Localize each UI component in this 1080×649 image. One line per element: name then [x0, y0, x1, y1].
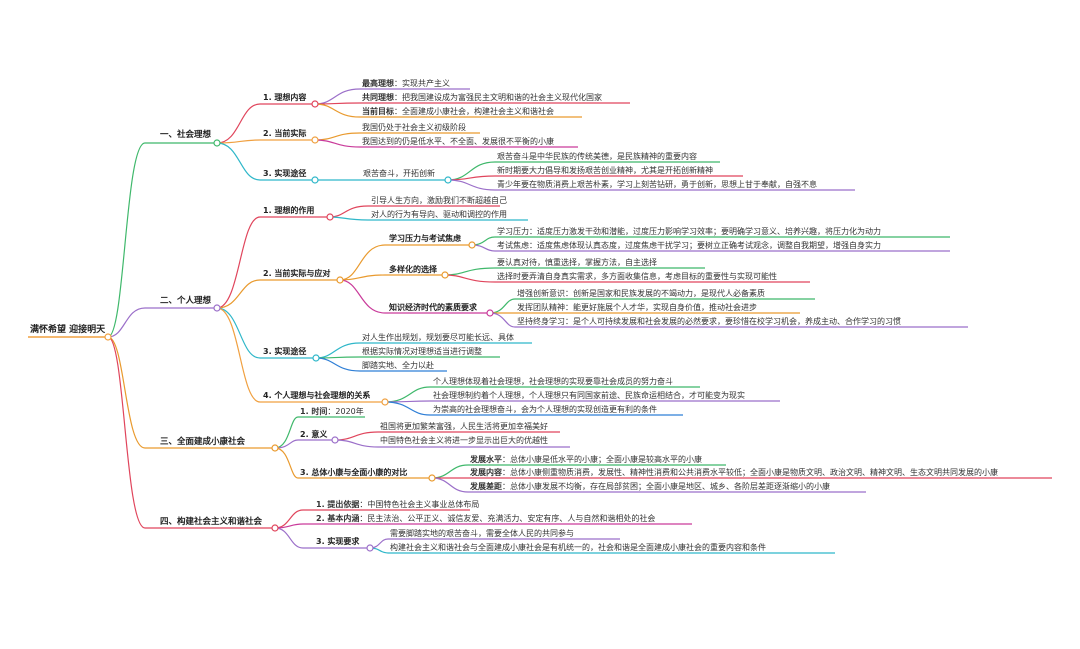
branch-harmonious-society[interactable]: 四、构建社会主义和谐社会: [160, 517, 263, 527]
leaf-text: 需要脚踏实地的艰苦奋斗，需要全体人民的共同参与: [390, 529, 574, 538]
leaf-dev-gap: 发展差距：总体小康发展不均衡，存在局部贫困；全面小康是地区、城乡、各阶层差距逐渐…: [470, 482, 830, 491]
leaf-text: 学习压力：适度压力激发干劲和潜能，过度压力影响学习效率；要明确学习意义、培养兴趣…: [497, 227, 881, 236]
leaf-text: 根据实际情况对理想适当进行调整: [362, 347, 482, 356]
node-connotation[interactable]: 2. 基本内涵：民主法治、公平正义、诚信友爱、充满活力、安定有序、人与自然和谐相…: [316, 514, 656, 523]
node-role-of-ideal[interactable]: 1. 理想的作用: [263, 206, 315, 215]
leaf-common-ideal: 共同理想：把我国建设成为富强民主文明和谐的社会主义现代化国家: [362, 93, 602, 102]
node-comparison[interactable]: 3. 总体小康与全面小康的对比: [300, 468, 408, 477]
leaf-text: 祖国将更加繁荣富强，人民生活将更加幸福美好: [380, 422, 548, 431]
leaf-text: 个人理想体现着社会理想，社会理想的实现要靠社会成员的努力奋斗: [433, 377, 673, 386]
leaf-text: 坚持终身学习：是个人可持续发展和社会发展的必然要求，要珍惜在校学习机会，养成主动…: [517, 317, 901, 326]
leaf-highest-ideal: 最高理想：实现共产主义: [362, 79, 450, 88]
branch-social-ideal[interactable]: 一、社会理想: [160, 130, 212, 140]
leaf-text: 要认真对待，慎重选择，掌握方法，自主选择: [497, 258, 657, 267]
node-hard-work[interactable]: 艰苦奋斗，开拓创新: [363, 169, 435, 178]
leaf-text: 发挥团队精神：能更好施展个人才华，实现自身价值，推动社会进步: [517, 303, 757, 312]
node-significance[interactable]: 2. 意义: [300, 430, 328, 439]
leaf-dev-content: 发展内容：总体小康侧重物质消费，发展性、精神性消费和公共消费水平较低；全面小康是…: [470, 468, 998, 477]
leaf-text: 青少年要在物质消费上艰苦朴素，学习上刻苦钻研，勇于创新，思想上甘于奉献，自强不息: [497, 180, 817, 189]
branch-moderate-prosperity[interactable]: 三、全面建成小康社会: [160, 437, 246, 447]
leaf-text: 艰苦奋斗是中华民族的传统美德，是民族精神的重要内容: [497, 152, 697, 161]
leaf-text: 社会理想制约着个人理想，个人理想只有同国家前途、民族命运相结合，才可能变为现实: [433, 391, 745, 400]
leaf-text: 为崇高的社会理想奋斗，会为个人理想的实现创造更有利的条件: [433, 405, 657, 414]
node-ideal-content[interactable]: 1. 理想内容: [263, 93, 307, 102]
node-requirements[interactable]: 3. 实现要求: [316, 537, 360, 546]
node-ideal-relation[interactable]: 4. 个人理想与社会理想的关系: [263, 391, 371, 400]
leaf-text: 增强创新意识：创新是国家和民族发展的不竭动力，是现代人必备素质: [517, 289, 765, 298]
leaf-text: 中国特色社会主义将进一步显示出巨大的优越性: [380, 436, 548, 445]
leaf-text: 考试焦虑：适度焦虑体现认真态度，过度焦虑干扰学习；要树立正确考试观念，调整自我期…: [497, 241, 881, 250]
node-realization-path-2[interactable]: 3. 实现途径: [263, 347, 307, 356]
node-time[interactable]: 1. 时间：2020年: [300, 407, 364, 416]
leaf-text: 脚踏实地、全力以赴: [362, 361, 434, 370]
leaf-text: 引导人生方向，激励我们不断超越自己: [371, 196, 507, 205]
node-basis[interactable]: 1. 提出依据：中国特色社会主义事业总体布局: [316, 500, 480, 509]
leaf-text: 构建社会主义和谐社会与全面建成小康社会是有机统一的，社会和谐是全面建成小康社会的…: [390, 543, 766, 552]
node-diverse-choices[interactable]: 多样化的选择: [389, 265, 437, 274]
node-study-pressure[interactable]: 学习压力与考试焦虑: [389, 234, 461, 243]
leaf-text: 我国仍处于社会主义初级阶段: [362, 123, 466, 132]
leaf-dev-level: 发展水平：总体小康是低水平的小康；全面小康是较高水平的小康: [470, 455, 702, 464]
root-topic[interactable]: 满怀希望 迎接明天: [30, 325, 106, 335]
node-realization-path[interactable]: 3. 实现途径: [263, 169, 307, 178]
leaf-text: 我国达到的仍是低水平、不全面、发展很不平衡的小康: [362, 137, 554, 146]
branch-personal-ideal[interactable]: 二、个人理想: [160, 296, 212, 306]
leaf-text: 对人的行为有导向、驱动和调控的作用: [371, 210, 507, 219]
leaf-text: 选择时要弄清自身真实需求，多方面收集信息，考虑目标的重要性与实现可能性: [497, 272, 777, 281]
leaf-text: 对人生作出规划，规划要尽可能长远、具体: [362, 333, 514, 342]
node-current-reality[interactable]: 2. 当前实际: [263, 129, 307, 138]
node-current-response[interactable]: 2. 当前实际与应对: [263, 269, 331, 278]
leaf-current-goal: 当前目标：全面建成小康社会，构建社会主义和谐社会: [362, 107, 554, 116]
node-knowledge-economy[interactable]: 知识经济时代的素质要求: [389, 303, 477, 312]
leaf-text: 新时期要大力倡导和发扬艰苦创业精神，尤其是开拓创新精神: [497, 166, 713, 175]
